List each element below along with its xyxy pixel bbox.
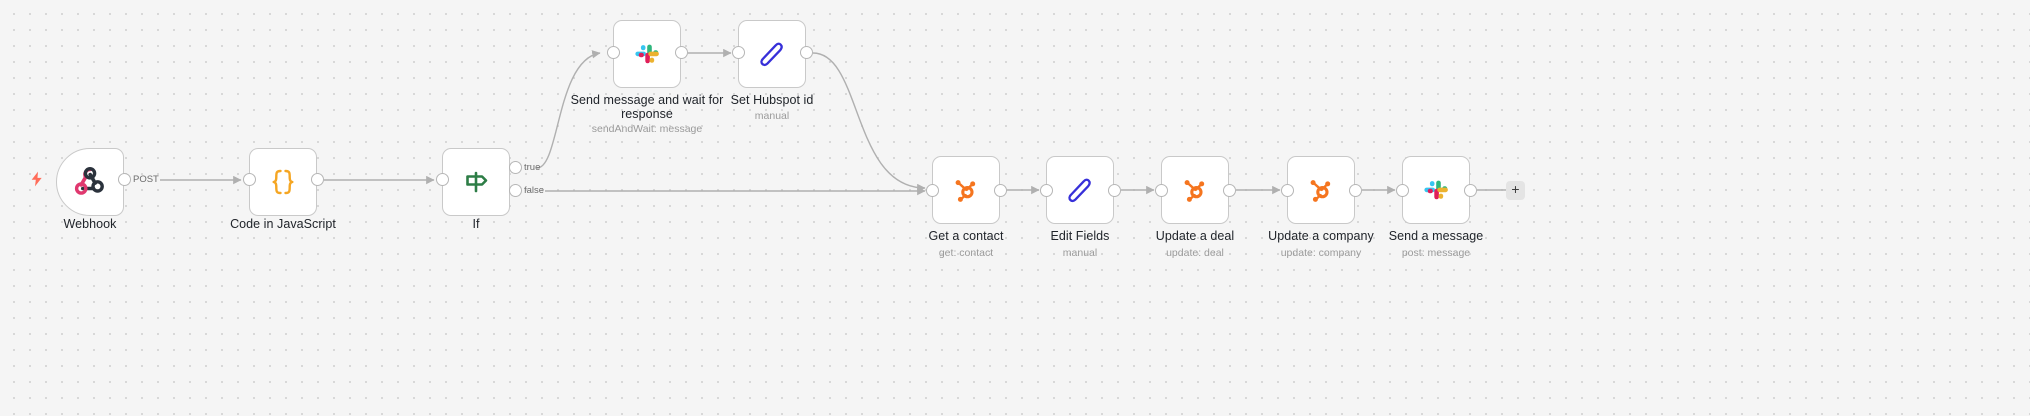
edit-pen-icon: [1060, 170, 1100, 210]
port-updatecompany-output[interactable]: [1349, 184, 1362, 197]
node-subtitle-update-a-deal: update: deal: [1166, 247, 1224, 259]
webhook-icon: [70, 162, 110, 202]
node-update-a-deal[interactable]: [1161, 156, 1229, 224]
port-if-output-true[interactable]: [509, 161, 522, 174]
port-slackwait-output[interactable]: [675, 46, 688, 59]
add-node-button[interactable]: +: [1506, 181, 1525, 200]
port-code-input[interactable]: [243, 173, 256, 186]
node-subtitle-send-message-and-wait: sendAndWait: message: [591, 123, 703, 135]
node-get-a-contact[interactable]: [932, 156, 1000, 224]
node-label-set-hubspot-id: Set Hubspot id: [730, 93, 814, 107]
connection-label-post: POST: [133, 174, 159, 185]
node-label-if: If: [472, 217, 480, 231]
code-braces-icon: [263, 162, 303, 202]
node-subtitle-edit-fields: manual: [1062, 247, 1098, 259]
port-editfields-output[interactable]: [1108, 184, 1121, 197]
lightning-bolt-icon: [29, 170, 45, 188]
connection-label-true: true: [524, 162, 541, 173]
node-code-in-javascript[interactable]: [249, 148, 317, 216]
node-subtitle-set-hubspot-id: manual: [754, 110, 790, 122]
node-send-message-and-wait-for-response[interactable]: [613, 20, 681, 88]
hubspot-icon: [1175, 170, 1215, 210]
port-sendmessage-input[interactable]: [1396, 184, 1409, 197]
node-edit-fields[interactable]: [1046, 156, 1114, 224]
node-set-hubspot-id[interactable]: [738, 20, 806, 88]
edit-pen-icon: [752, 34, 792, 74]
node-send-a-message[interactable]: [1402, 156, 1470, 224]
port-editfields-input[interactable]: [1040, 184, 1053, 197]
port-slackwait-input[interactable]: [607, 46, 620, 59]
node-if[interactable]: [442, 148, 510, 216]
node-label-webhook: Webhook: [63, 217, 117, 231]
port-if-input[interactable]: [436, 173, 449, 186]
port-code-output[interactable]: [311, 173, 324, 186]
port-updatedeal-input[interactable]: [1155, 184, 1168, 197]
slack-icon: [1416, 170, 1456, 210]
port-sendmessage-output[interactable]: [1464, 184, 1477, 197]
node-label-update-a-company: Update a company: [1268, 229, 1374, 243]
port-updatecompany-input[interactable]: [1281, 184, 1294, 197]
node-label-code-in-javascript: Code in JavaScript: [230, 217, 336, 231]
node-subtitle-send-a-message: post: message: [1401, 247, 1471, 259]
port-getcontact-input[interactable]: [926, 184, 939, 197]
connection-label-false: false: [524, 185, 545, 196]
port-sethubspot-input[interactable]: [732, 46, 745, 59]
node-label-send-message-and-wait: Send message and wait for response: [570, 93, 724, 121]
hubspot-icon: [1301, 170, 1341, 210]
port-if-output-false[interactable]: [509, 184, 522, 197]
node-update-a-company[interactable]: [1287, 156, 1355, 224]
port-updatedeal-output[interactable]: [1223, 184, 1236, 197]
port-getcontact-output[interactable]: [994, 184, 1007, 197]
hubspot-icon: [946, 170, 986, 210]
port-sethubspot-output[interactable]: [800, 46, 813, 59]
node-subtitle-update-a-company: update: company: [1280, 247, 1362, 259]
port-webhook-output[interactable]: [118, 173, 131, 186]
node-webhook[interactable]: [56, 148, 124, 216]
signpost-icon: [456, 162, 496, 202]
node-label-update-a-deal: Update a deal: [1155, 229, 1235, 243]
node-label-edit-fields: Edit Fields: [1050, 229, 1110, 243]
node-label-get-a-contact: Get a contact: [928, 229, 1004, 243]
node-subtitle-get-a-contact: get: contact: [938, 247, 994, 259]
node-label-send-a-message: Send a message: [1388, 229, 1484, 243]
slack-icon: [627, 34, 667, 74]
